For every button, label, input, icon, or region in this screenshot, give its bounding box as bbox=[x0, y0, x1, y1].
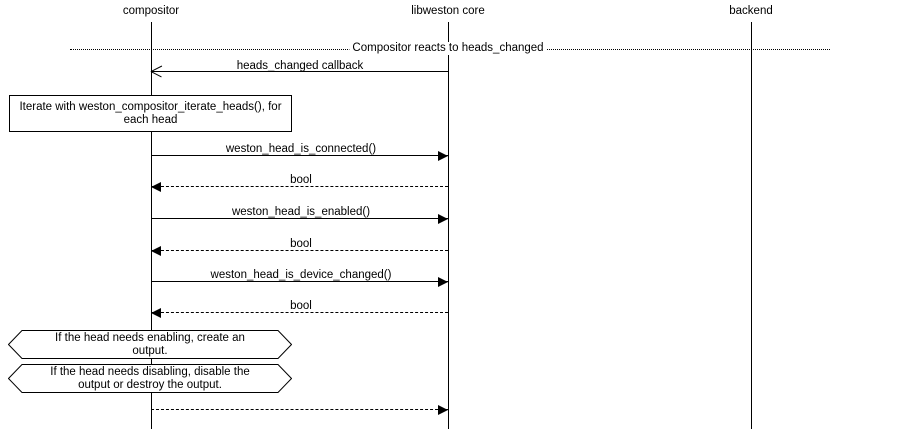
message-line-weston-head-is-enabled bbox=[151, 218, 448, 219]
message-line-weston-head-is-connected bbox=[151, 155, 448, 156]
message-label-bool-return-enabled: bool bbox=[290, 238, 312, 250]
message-line-bool-return-connected bbox=[151, 186, 448, 187]
message-line-weston-head-is-device-changed bbox=[151, 281, 448, 282]
message-line-heads-changed-callback bbox=[151, 71, 448, 72]
message-label-bool-return-connected: bool bbox=[290, 174, 312, 186]
arrowhead-bool-return-device-changed bbox=[151, 307, 161, 318]
message-line-bool-return-enabled bbox=[151, 250, 448, 251]
participant-label-compositor: compositor bbox=[122, 5, 180, 17]
message-label-bool-return-device-changed: bool bbox=[290, 300, 312, 312]
hexagon-outline bbox=[8, 330, 292, 359]
message-label-heads-changed-callback: heads_changed callback bbox=[236, 60, 364, 72]
participant-label-backend: backend bbox=[729, 5, 773, 17]
arrowhead-stroke-lower bbox=[150, 71, 162, 78]
arrowhead-bool-return-enabled bbox=[151, 245, 161, 256]
message-line-final-return bbox=[151, 409, 448, 410]
condition-disable-head-condition: If the head needs disabling, disable the… bbox=[8, 364, 292, 393]
arrowhead-final-return bbox=[438, 404, 448, 415]
lifeline-libweston-core bbox=[448, 22, 449, 429]
message-label-weston-head-is-enabled: weston_head_is_enabled() bbox=[231, 206, 371, 218]
arrowhead-weston-head-is-enabled bbox=[438, 213, 448, 224]
arrowhead-weston-head-is-device-changed bbox=[438, 276, 448, 287]
arrowhead-weston-head-is-connected bbox=[438, 150, 448, 161]
condition-text: If the head needs disabling, disable the… bbox=[50, 366, 250, 391]
arrowhead-heads-changed-callback bbox=[150, 65, 163, 78]
divider-label: Compositor reacts to heads_changed bbox=[349, 42, 547, 55]
message-label-weston-head-is-connected: weston_head_is_connected() bbox=[225, 143, 377, 155]
note-iterate-heads-note: Iterate with weston_compositor_iterate_h… bbox=[9, 95, 292, 132]
lifeline-compositor bbox=[151, 22, 152, 429]
arrowhead-bool-return-connected bbox=[151, 181, 161, 192]
condition-text: If the head needs enabling, create an ou… bbox=[55, 332, 245, 357]
hexagon-outline bbox=[8, 364, 292, 393]
participant-label-libweston-core: libweston core bbox=[411, 5, 485, 17]
condition-enable-head-condition: If the head needs enabling, create an ou… bbox=[8, 330, 292, 359]
message-label-weston-head-is-device-changed: weston_head_is_device_changed() bbox=[210, 269, 392, 281]
message-line-bool-return-device-changed bbox=[151, 312, 448, 313]
lifeline-backend bbox=[751, 22, 752, 429]
